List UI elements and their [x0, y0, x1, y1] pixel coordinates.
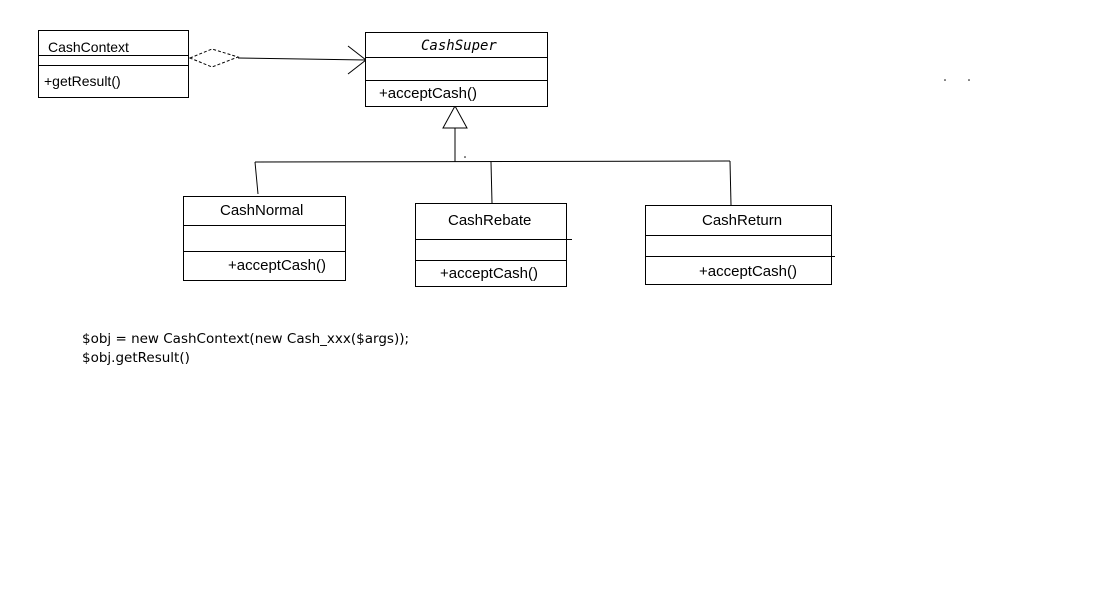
- branch-cash-rebate: [490, 161, 493, 204]
- class-name: CashReturn: [702, 212, 783, 229]
- divider: [646, 235, 831, 236]
- stray-dot: [968, 79, 970, 81]
- class-cash-return: CashReturn +acceptCash(): [645, 205, 835, 285]
- divider: [416, 239, 572, 240]
- divider: [184, 225, 345, 226]
- divider: [366, 57, 547, 58]
- aggregation-line: [237, 57, 367, 61]
- divider: [184, 251, 345, 252]
- aggregation-diamond: [188, 48, 240, 68]
- class-cash-normal: CashNormal +acceptCash(): [183, 196, 346, 281]
- class-cash-super: CashSuper +acceptCash(): [365, 32, 548, 107]
- method-label: +acceptCash(): [228, 257, 326, 274]
- inheritance-connector: [254, 104, 732, 206]
- method-label: +acceptCash(): [379, 85, 477, 102]
- inheritance-triangle: [442, 104, 468, 129]
- aggregation-connector: [188, 45, 367, 75]
- divider: [416, 260, 566, 261]
- divider: [366, 80, 547, 81]
- class-cash-context: CashContext +getResult(): [38, 30, 189, 98]
- divider: [39, 55, 188, 56]
- code-line-1: $obj = new CashContext(new Cash_xxx($arg…: [82, 331, 410, 347]
- method-label: +acceptCash(): [440, 265, 538, 282]
- class-name: CashSuper: [421, 38, 497, 54]
- stray-dot: [944, 79, 946, 81]
- inheritance-bus: [254, 160, 731, 163]
- divider: [39, 65, 188, 66]
- code-line-2: $obj.getResult(): [82, 350, 190, 366]
- stray-dot: [464, 156, 466, 158]
- class-name: CashNormal: [220, 202, 304, 219]
- method-label: +getResult(): [44, 73, 121, 89]
- method-label: +acceptCash(): [699, 263, 797, 280]
- class-name: CashRebate: [448, 212, 532, 229]
- class-name: CashContext: [48, 39, 129, 55]
- branch-cash-normal: [254, 161, 259, 195]
- branch-cash-return: [729, 160, 732, 206]
- class-cash-rebate: CashRebate +acceptCash(): [415, 203, 572, 287]
- divider: [646, 256, 835, 257]
